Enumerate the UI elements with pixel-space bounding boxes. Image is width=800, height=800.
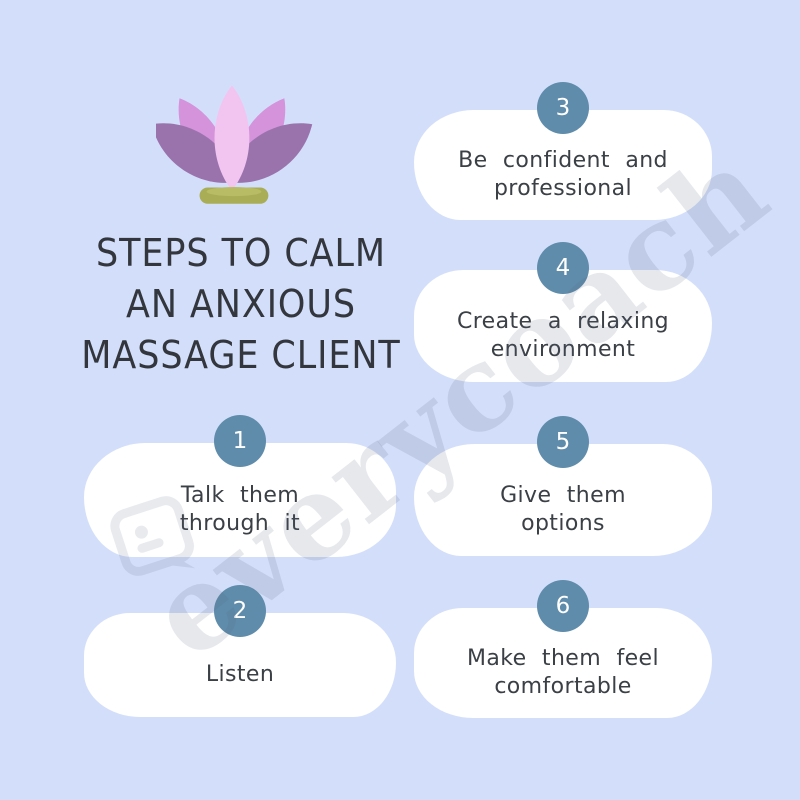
step-number-badge: 3 xyxy=(537,82,589,134)
step-blob: Be confident and professional xyxy=(414,110,712,220)
step-text: Be confident and xyxy=(458,147,668,173)
page-title: STEPS TO CALM AN ANXIOUS MASSAGE CLIENT xyxy=(73,228,410,381)
page-title-line: MASSAGE CLIENT xyxy=(81,333,401,377)
step-text: professional xyxy=(493,176,633,201)
step-number-badge: 2 xyxy=(214,585,266,637)
step-number-badge: 4 xyxy=(537,242,589,294)
step-number-badge: 1 xyxy=(214,415,266,467)
step-text: options xyxy=(521,511,605,536)
step-number-badge: 5 xyxy=(537,416,589,468)
page-title-line: AN ANXIOUS xyxy=(125,282,356,326)
step-card-3: Be confident and professional 3 xyxy=(414,82,712,220)
page-title-line: STEPS TO CALM xyxy=(96,231,386,275)
step-text: Create a relaxing xyxy=(456,308,670,334)
step-text: Give them xyxy=(500,482,626,508)
step-card-2: Listen 2 xyxy=(84,585,396,717)
step-text: through it xyxy=(179,511,301,536)
step-card-1: Talk them through it 1 xyxy=(84,415,396,557)
lotus-flower-icon xyxy=(156,85,318,204)
step-blob: Talk them through it xyxy=(84,443,396,557)
step-text: Talk them xyxy=(180,482,300,508)
step-text: environment xyxy=(490,337,636,362)
step-card-5: Give them options 5 xyxy=(414,416,712,556)
step-card-4: Create a relaxing environment 4 xyxy=(414,242,712,382)
step-card-6: Make them feel comfortable 6 xyxy=(414,580,712,718)
step-blob: Give them options xyxy=(414,444,712,556)
step-number-badge: 6 xyxy=(537,580,589,632)
step-text: Make them feel xyxy=(466,645,659,671)
step-text: Listen xyxy=(205,661,275,687)
step-text: comfortable xyxy=(494,674,632,699)
